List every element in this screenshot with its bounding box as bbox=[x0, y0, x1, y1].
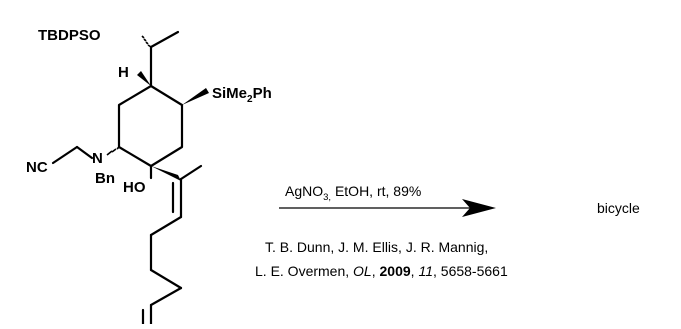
silyl-prefix: SiMe bbox=[212, 85, 247, 102]
bond-nc-ch2 bbox=[51, 145, 79, 165]
hashed-wedge-otbdps bbox=[141, 35, 152, 48]
citation-sep1: , bbox=[372, 263, 380, 279]
wedge-silyl bbox=[182, 88, 209, 105]
silyl-subscript: 2 bbox=[247, 94, 253, 105]
label-bn: Bn bbox=[95, 170, 115, 187]
bond-chain-1 bbox=[149, 215, 183, 237]
label-tbdpso: TBDPSO bbox=[38, 27, 101, 44]
citation-journal: OL bbox=[353, 263, 372, 279]
bond-chain-4 bbox=[149, 286, 183, 307]
citation-reference: L. E. Overmen, OL, 2009, 11, 5658-5661 bbox=[255, 263, 508, 279]
citation-authors: T. B. Dunn, J. M. Ellis, J. R. Mannig, bbox=[265, 239, 488, 255]
wedge-alkenyl bbox=[151, 166, 181, 181]
silyl-suffix: Ph bbox=[253, 85, 272, 102]
product-label: bicycle bbox=[597, 200, 640, 216]
reaction-arrow bbox=[279, 199, 496, 217]
label-silyl: SiMe2Ph bbox=[212, 85, 272, 105]
wedge-h bbox=[137, 71, 151, 86]
molecule-structure bbox=[51, 30, 209, 326]
hashed-wedge-n bbox=[106, 146, 120, 156]
reagent-suffix: EtOH, rt, 89% bbox=[331, 183, 421, 199]
citation-volume: 11 bbox=[418, 263, 433, 279]
reagent-prefix: AgNO bbox=[285, 183, 323, 199]
citation-year: 2009 bbox=[380, 263, 411, 279]
bond-ch2-n bbox=[75, 145, 94, 160]
methyl-bond-top bbox=[149, 30, 180, 49]
cyclohexane-ring bbox=[117, 84, 184, 168]
reagent-subscript: 3, bbox=[323, 192, 331, 203]
citation-sep2: , bbox=[411, 263, 419, 279]
reagent-conditions: AgNO3, EtOH, rt, 89% bbox=[285, 183, 421, 203]
bond-alkene-methyl bbox=[179, 164, 203, 181]
citation-author-last: L. E. Overmen, bbox=[255, 263, 353, 279]
label-ho: HO bbox=[123, 179, 146, 196]
citation-pages: , 5658-5661 bbox=[433, 263, 508, 279]
label-h: H bbox=[118, 64, 129, 81]
label-n: N bbox=[92, 150, 103, 167]
label-nitrile: NC bbox=[26, 159, 48, 176]
bond-chain-3 bbox=[149, 268, 183, 290]
